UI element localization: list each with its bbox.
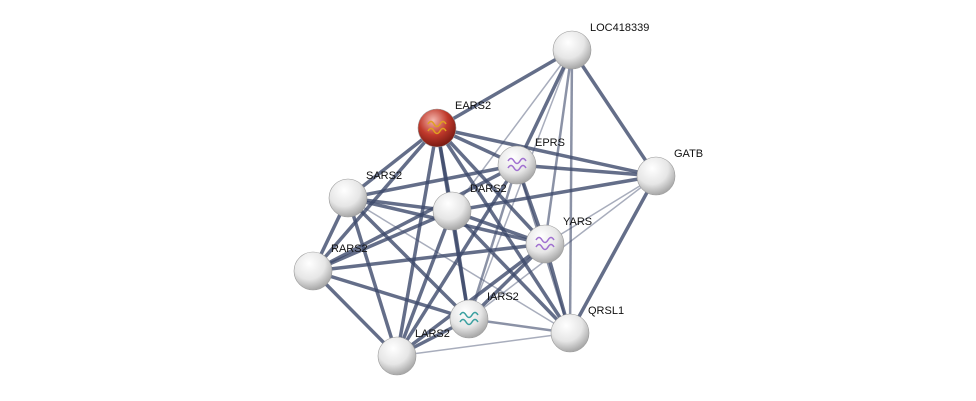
edge-dars2-qrsl1[interactable]	[450, 209, 572, 335]
edge-eprs-sars2[interactable]	[347, 163, 518, 200]
node-label: IARS2	[487, 291, 519, 303]
protein-structure-icon	[507, 157, 527, 172]
node-yars[interactable]: YARS	[525, 216, 592, 264]
node-rars2[interactable]: RARS2	[293, 243, 368, 291]
node-qrsl1[interactable]: QRSL1	[550, 305, 624, 353]
node-sphere[interactable]	[293, 251, 333, 291]
edge-loc418339-gatb[interactable]	[570, 49, 658, 177]
edge-sars2-lars2[interactable]	[346, 197, 399, 357]
edge-rars2-iars2[interactable]	[312, 269, 470, 321]
node-sphere[interactable]	[497, 145, 537, 185]
node-ears2[interactable]: EARS2	[417, 100, 491, 148]
node-sphere[interactable]	[449, 299, 489, 339]
edge-ears2-gatb[interactable]	[436, 126, 657, 178]
edge-ears2-lars2[interactable]	[395, 127, 439, 357]
edge-yars-rars2[interactable]	[312, 242, 546, 273]
edge-ears2-rars2[interactable]	[311, 126, 439, 273]
node-iars2[interactable]: IARS2	[449, 291, 519, 339]
edge-ears2-yars[interactable]	[435, 126, 547, 246]
node-label: GATB	[674, 148, 703, 160]
edge-rars2-lars2[interactable]	[311, 269, 399, 358]
node-eprs[interactable]: EPRS	[497, 137, 565, 185]
node-label: EARS2	[455, 100, 491, 112]
protein-structure-icon	[535, 236, 555, 251]
edge-dars2-lars2[interactable]	[395, 210, 454, 357]
edge-dars2-rars2[interactable]	[312, 209, 453, 273]
edge-loc418339-ears2[interactable]	[436, 48, 573, 130]
node-sphere[interactable]	[328, 178, 368, 218]
edge-gatb-qrsl1[interactable]	[568, 175, 658, 334]
edge-loc418339-yars[interactable]	[543, 49, 574, 245]
edge-eprs-gatb[interactable]	[516, 163, 657, 178]
node-label: LARS2	[415, 328, 450, 340]
node-lars2[interactable]: LARS2	[377, 328, 450, 376]
node-sphere[interactable]	[417, 108, 457, 148]
edge-gatb-yars[interactable]	[544, 175, 657, 245]
node-sphere[interactable]	[525, 224, 565, 264]
node-label: EPRS	[535, 137, 565, 149]
edge-loc418339-iars2[interactable]	[468, 49, 573, 320]
node-label: RARS2	[331, 243, 368, 255]
protein-structure-icon	[427, 120, 447, 135]
edge-eprs-rars2[interactable]	[312, 163, 518, 273]
edge-lars2-qrsl1[interactable]	[396, 332, 571, 357]
node-label: SARS2	[366, 170, 402, 182]
node-dars2[interactable]: DARS2	[432, 183, 507, 231]
node-sphere[interactable]	[552, 30, 592, 70]
node-label: DARS2	[470, 183, 507, 195]
node-sphere[interactable]	[636, 156, 676, 196]
node-loc418339[interactable]: LOC418339	[552, 22, 649, 70]
node-label: QRSL1	[588, 305, 624, 317]
node-sphere[interactable]	[377, 336, 417, 376]
node-label: YARS	[563, 216, 592, 228]
edge-gatb-dars2[interactable]	[451, 174, 657, 213]
node-sphere[interactable]	[432, 191, 472, 231]
edge-eprs-lars2[interactable]	[395, 164, 519, 357]
node-sars2[interactable]: SARS2	[328, 170, 402, 218]
node-gatb[interactable]: GATB	[636, 148, 703, 196]
node-sphere[interactable]	[550, 313, 590, 353]
protein-structure-icon	[459, 311, 479, 326]
node-label: LOC418339	[590, 22, 649, 34]
